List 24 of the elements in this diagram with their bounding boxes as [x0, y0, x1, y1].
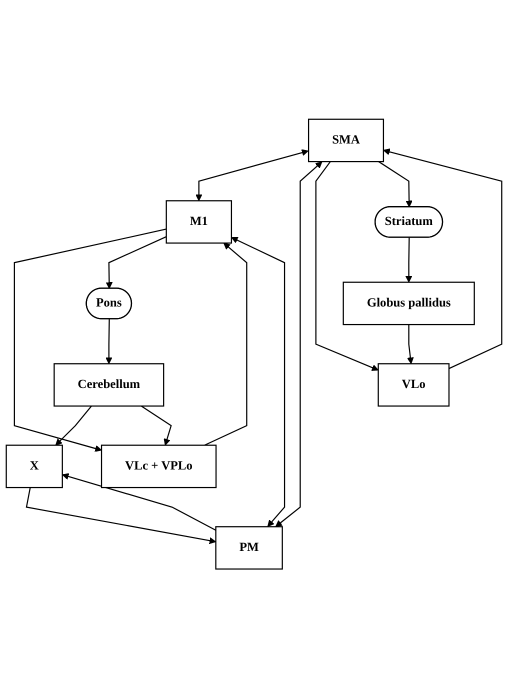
- arrow: [195, 150, 309, 202]
- arrow: [26, 488, 216, 544]
- node-box: M1: [166, 200, 232, 244]
- arrow: [55, 406, 92, 446]
- node-box: X: [6, 444, 63, 488]
- node-box: Cerebellum: [54, 364, 164, 407]
- arrow: [406, 324, 414, 364]
- node-box: PM: [215, 526, 283, 570]
- arrow: [405, 238, 412, 283]
- node-box: VLc + VPLo: [100, 444, 217, 488]
- arrow: [106, 236, 167, 290]
- arrow: [62, 473, 216, 532]
- arrow: [204, 243, 248, 446]
- arrow: [315, 162, 379, 372]
- arrow: [231, 237, 286, 528]
- node-box: VLo: [378, 364, 450, 407]
- arrow: [275, 162, 322, 528]
- arrow: [14, 228, 166, 452]
- arrow: [378, 161, 413, 208]
- node-box: SMA: [308, 119, 384, 163]
- arrow: [383, 148, 502, 370]
- arrow: [105, 319, 112, 364]
- arrow: [140, 406, 172, 446]
- node-box: Globus pallidus: [342, 282, 475, 326]
